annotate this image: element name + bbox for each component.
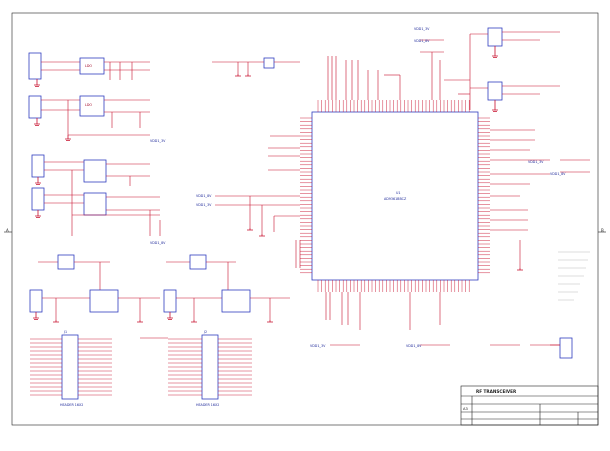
svg-text:VDD1_3V: VDD1_3V bbox=[196, 203, 212, 207]
chip-wiring: VDD1_8V VDD1_3V VDD1_3V VDD1_8V VDD1_3V … bbox=[196, 27, 590, 348]
chip-designator: U1 bbox=[396, 191, 401, 195]
svg-text:VDD1_8V: VDD1_8V bbox=[550, 172, 566, 176]
frame-marker-a: A bbox=[6, 228, 9, 233]
svg-text:VDD1_8V: VDD1_8V bbox=[406, 344, 422, 348]
title-block: RF TRANSCEIVER A3 bbox=[460, 385, 599, 426]
svg-text:LDO: LDO bbox=[85, 64, 92, 68]
j2-designator: J2 bbox=[203, 330, 207, 334]
power-filter-block bbox=[29, 254, 290, 323]
svg-text:VDD1_8V: VDD1_8V bbox=[150, 241, 166, 245]
j1-part: HEADER 16X2 bbox=[60, 403, 83, 407]
frame-marker-b: B bbox=[601, 228, 604, 233]
j1-designator: J1 bbox=[63, 330, 67, 334]
design-notes bbox=[558, 251, 590, 301]
transceiver-chip-u1: U1 AD9361BBCZ bbox=[300, 100, 490, 292]
clock-oscillator bbox=[212, 57, 300, 77]
svg-text:VDD1_3V: VDD1_3V bbox=[310, 344, 326, 348]
title-block-title: RF TRANSCEIVER bbox=[476, 389, 517, 394]
drawing-frame bbox=[11, 12, 599, 426]
svg-text:VDD1_8V: VDD1_8V bbox=[196, 194, 212, 198]
chip-part-number: AD9361BBCZ bbox=[384, 197, 407, 201]
svg-text:LDO: LDO bbox=[85, 103, 92, 107]
ldo-regulator-block: LDO LDO VDD1_3V VDD1_8V bbox=[28, 52, 166, 245]
svg-text:VDD1_3V: VDD1_3V bbox=[150, 139, 166, 143]
connector-j2: J2 HEADER 16X2 bbox=[140, 330, 252, 407]
connector-j1: J1 HEADER 16X2 bbox=[30, 330, 112, 407]
rf-connectors bbox=[469, 27, 560, 112]
svg-text:VDD1_3V: VDD1_3V bbox=[528, 160, 544, 164]
svg-text:VDD1_3V: VDD1_3V bbox=[414, 27, 430, 31]
svg-text:VDD1_8V: VDD1_8V bbox=[414, 39, 430, 43]
j2-part: HEADER 16X2 bbox=[196, 403, 219, 407]
aux-connector bbox=[550, 337, 573, 359]
title-block-size: A3 bbox=[463, 407, 468, 411]
